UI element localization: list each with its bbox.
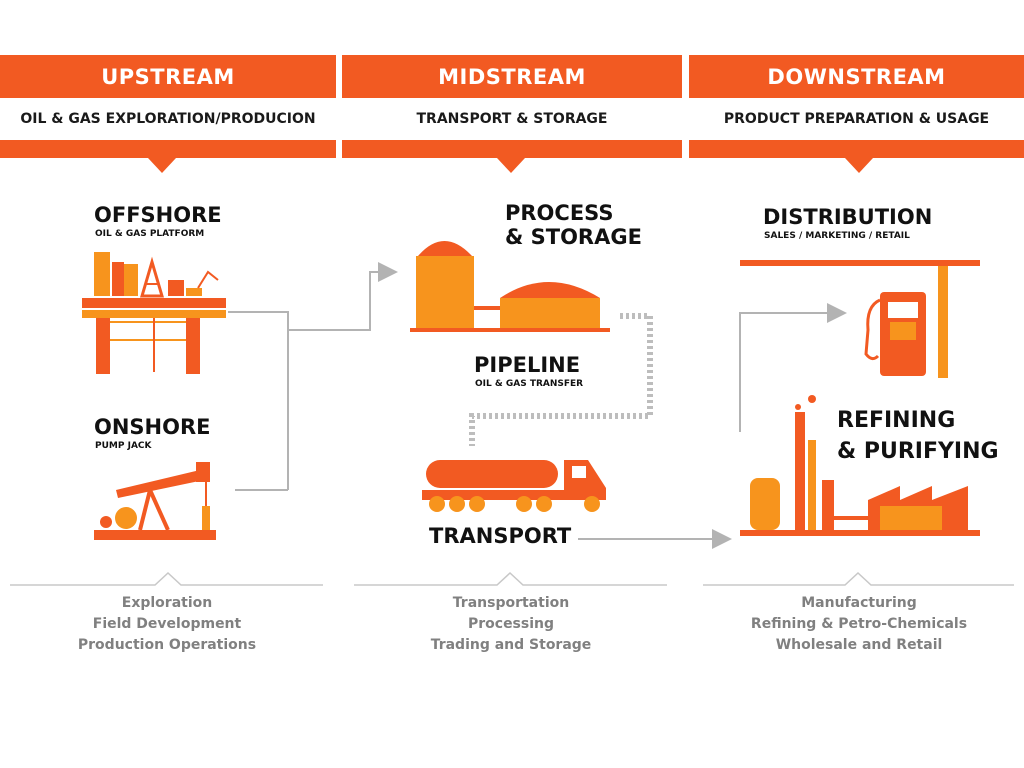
- downstream-header: DOWNSTREAM PRODUCT PREPARATION & USAGE: [689, 55, 1024, 173]
- pipeline-connector: [469, 313, 653, 446]
- midstream-bottom-bar: [342, 140, 682, 158]
- onshore-title: ONSHORE: [94, 415, 211, 439]
- upstream-bottom-bar: [0, 140, 336, 158]
- process-storage-title-line2: & STORAGE: [505, 225, 642, 249]
- pipeline-title: PIPELINE: [474, 353, 581, 377]
- downstream-pointer: [845, 158, 873, 173]
- upstream-summary-divider: [10, 571, 323, 586]
- tanker-truck-icon: [422, 460, 606, 512]
- connector-refining-to-distribution: [739, 303, 847, 432]
- gas-station-icon: [740, 260, 980, 378]
- upstream-summary-item: Exploration: [121, 595, 213, 611]
- summary-dividers: [10, 571, 1014, 586]
- downstream-bottom-bar: [689, 140, 1024, 158]
- refining-title-line1: REFINING: [837, 408, 956, 433]
- midstream-summary-item: Processing: [467, 616, 555, 632]
- process-storage-title-line1: PROCESS: [505, 201, 614, 225]
- upstream-summary-item: Production Operations: [77, 637, 257, 653]
- connector-to-process: [288, 262, 398, 331]
- transport-title: TRANSPORT: [429, 524, 572, 548]
- offshore-subtitle: OIL & GAS PLATFORM: [95, 229, 205, 239]
- pump-jack-icon: [94, 462, 216, 540]
- refining-title-line2: & PURIFYING: [837, 439, 999, 464]
- onshore-subtitle: PUMP JACK: [95, 441, 152, 451]
- pipeline-subtitle: OIL & GAS TRANSFER: [475, 379, 584, 389]
- downstream-subtitle: PRODUCT PREPARATION & USAGE: [723, 111, 990, 127]
- offshore-platform-icon: [82, 252, 226, 374]
- midstream-title: MIDSTREAM: [342, 55, 682, 98]
- upstream-subtitle: OIL & GAS EXPLORATION/PRODUCION: [20, 111, 316, 127]
- downstream-summary-item: Refining & Petro-Chemicals: [750, 616, 968, 632]
- distribution-subtitle: SALES / MARKETING / RETAIL: [764, 231, 910, 241]
- upstream-summary-item: Field Development: [92, 616, 242, 632]
- downstream-summary: Manufacturing Refining & Petro-Chemicals…: [709, 593, 1009, 656]
- upstream-pointer: [148, 158, 176, 173]
- upstream-summary: Exploration Field Development Production…: [17, 593, 317, 656]
- upstream-header: UPSTREAM OIL & GAS EXPLORATION/PRODUCION: [0, 55, 336, 173]
- downstream-summary-item: Manufacturing: [801, 595, 917, 611]
- downstream-title: DOWNSTREAM: [689, 55, 1024, 98]
- midstream-summary-item: Trading and Storage: [430, 637, 592, 653]
- storage-tanks-icon: [410, 241, 610, 332]
- midstream-pointer: [497, 158, 525, 173]
- upstream-title: UPSTREAM: [0, 55, 336, 98]
- downstream-summary-divider: [703, 571, 1014, 586]
- distribution-title: DISTRIBUTION: [763, 205, 933, 229]
- midstream-summary-item: Transportation: [452, 595, 570, 611]
- downstream-summary-item: Wholesale and Retail: [775, 637, 943, 653]
- flow-connectors: [228, 262, 847, 549]
- connector-offshore: [228, 311, 289, 490]
- refinery-icon: [740, 395, 980, 536]
- offshore-title: OFFSHORE: [94, 203, 222, 227]
- midstream-summary-divider: [354, 571, 667, 586]
- midstream-subtitle: TRANSPORT & STORAGE: [416, 111, 608, 127]
- midstream-header: MIDSTREAM TRANSPORT & STORAGE: [342, 55, 682, 173]
- midstream-summary: Transportation Processing Trading and St…: [361, 593, 661, 656]
